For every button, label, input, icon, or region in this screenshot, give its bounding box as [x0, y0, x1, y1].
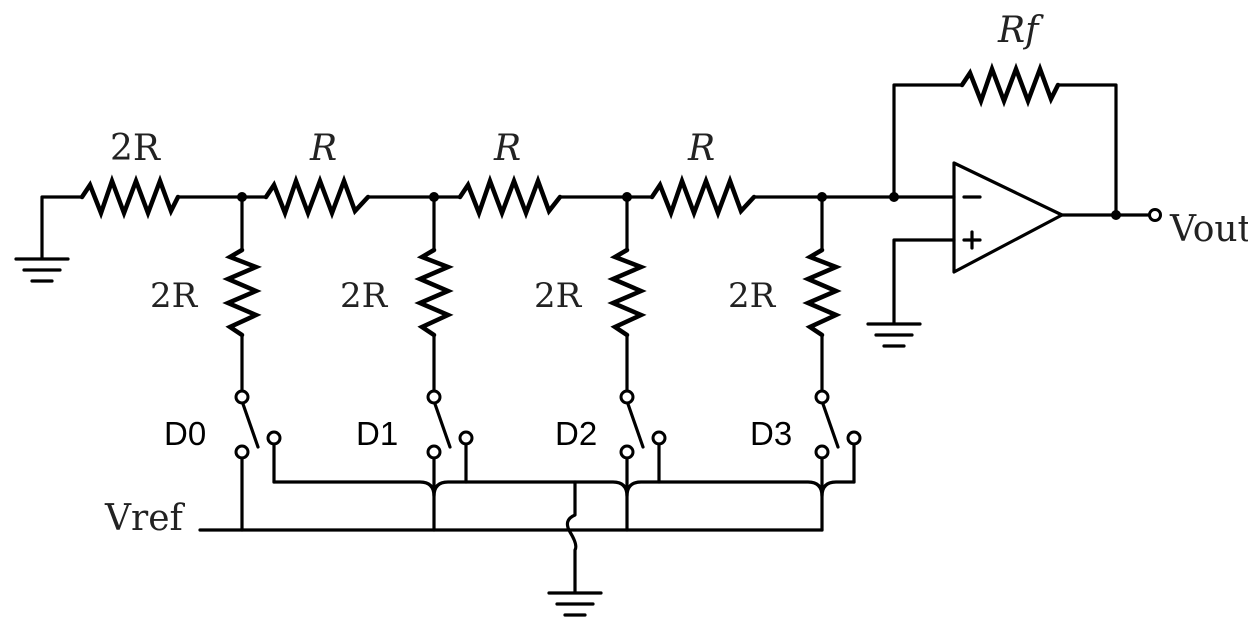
switch-d3	[814, 389, 862, 532]
switch-label-d0: D0	[164, 415, 206, 452]
series-resistor-r-2	[457, 174, 563, 220]
series-resistor-r-1	[263, 174, 371, 220]
series-resistor-r-3	[649, 174, 757, 220]
output-terminal	[1148, 208, 1162, 222]
ground-symbol-bottom	[547, 591, 603, 617]
vout-label: Vout	[1169, 209, 1248, 250]
feedback-loop	[892, 62, 1121, 220]
series-label-2: R	[493, 128, 521, 169]
switch-d0	[234, 389, 282, 532]
vref-label: Vref	[104, 498, 186, 539]
shunt-resistor-0	[222, 195, 262, 392]
shunt-resistor-2	[607, 195, 647, 392]
opamp-plus-sign	[962, 230, 982, 250]
ground-symbol-left	[14, 195, 84, 283]
series-resistor-2r	[79, 174, 181, 220]
series-label-0: 2R	[110, 128, 161, 169]
shunt-label-3: 2R	[728, 276, 777, 316]
series-label-3: R	[687, 128, 715, 169]
shunt-resistor-3	[802, 195, 842, 392]
shunt-resistor-1	[414, 195, 454, 392]
ground-bus	[272, 480, 856, 594]
switch-d2	[619, 389, 667, 532]
shunt-label-2: 2R	[534, 276, 583, 316]
shunt-label-1: 2R	[340, 276, 389, 316]
switch-d1	[426, 389, 474, 532]
shunt-label-0: 2R	[150, 276, 199, 316]
switch-label-d3: D3	[750, 415, 792, 452]
switch-label-d1: D1	[356, 415, 398, 452]
series-label-1: R	[309, 128, 337, 169]
feedback-label: Rf	[997, 10, 1044, 51]
opamp	[866, 161, 1152, 348]
switch-label-d2: D2	[555, 415, 597, 452]
